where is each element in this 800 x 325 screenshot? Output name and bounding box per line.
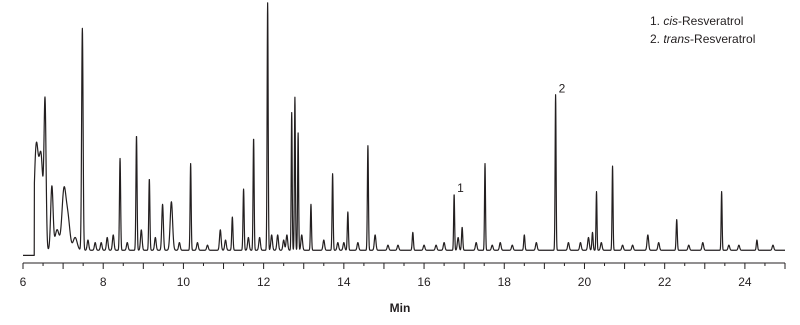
legend-number: 1. <box>650 14 663 28</box>
x-tick-label: 16 <box>417 275 431 289</box>
legend-item: 2. trans-Resveratrol <box>650 32 755 46</box>
x-tick-label: 12 <box>257 275 271 289</box>
legend-italic-prefix: cis <box>663 14 678 28</box>
x-tick-label: 6 <box>20 275 27 289</box>
legend-name: -Resveratrol <box>678 14 743 28</box>
legend-item: 1. cis-Resveratrol <box>650 14 743 28</box>
x-tick-label: 20 <box>578 275 592 289</box>
x-tick-label: 18 <box>498 275 512 289</box>
chromatogram-trace <box>22 2 786 256</box>
peak-labels: 12 <box>457 82 565 195</box>
peak-label: 1 <box>457 181 464 195</box>
x-tick-label: 14 <box>337 275 351 289</box>
peak-label: 2 <box>559 82 566 96</box>
x-tick-label: 24 <box>738 275 752 289</box>
x-tick-label: 8 <box>100 275 107 289</box>
x-axis-ticks: 6 8 10 12 14 16 18 20 22 24 <box>20 263 786 289</box>
x-tick-label: 10 <box>177 275 191 289</box>
legend-name: -Resveratrol <box>690 32 755 46</box>
legend-number: 2. <box>650 32 663 46</box>
legend-italic-prefix: trans <box>663 32 690 46</box>
x-tick-label: 22 <box>658 275 672 289</box>
x-axis-label: Min <box>390 301 411 315</box>
